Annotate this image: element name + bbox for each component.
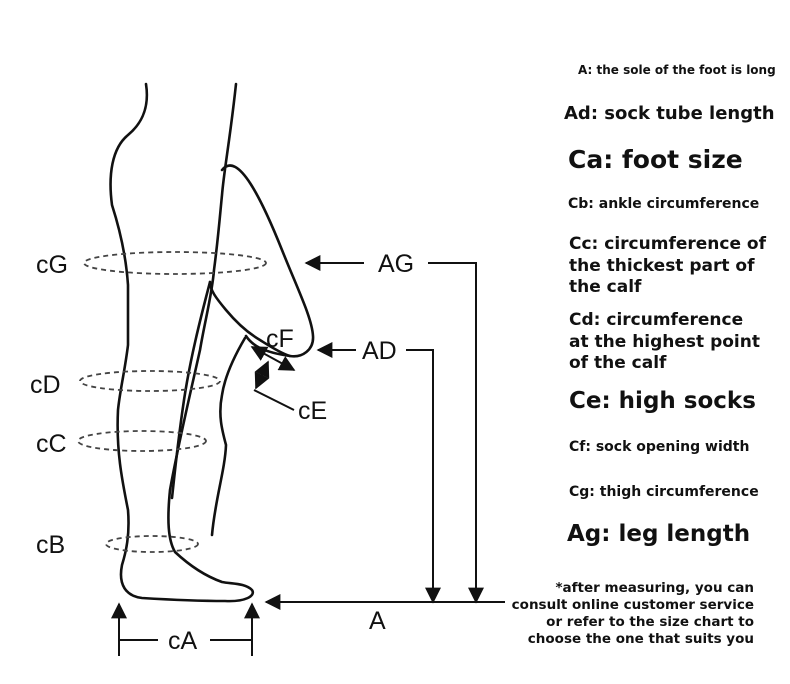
- legend-ag: Ag: leg length: [567, 521, 751, 547]
- legend-a: A: the sole of the foot is long: [578, 63, 776, 77]
- label-cc: cC: [36, 430, 67, 458]
- label-ad: AD: [362, 337, 397, 365]
- front-leg-outline: [208, 164, 315, 358]
- legend-cd-line3: of the calf: [569, 353, 667, 373]
- legend-cc-line2: the thickest part of: [569, 256, 755, 276]
- leg-measurement-figure: cG cD cC cB cF cE AG AD A cA: [30, 82, 505, 656]
- legend-ad: Ad: sock tube length: [564, 103, 775, 124]
- label-ag: AG: [378, 250, 414, 278]
- ag-dimension-line: [428, 262, 484, 604]
- cf-arrow: [250, 346, 296, 371]
- legend-cg: Cg: thigh circumference: [569, 484, 759, 500]
- label-ce: cE: [298, 397, 327, 425]
- inner-calf-line: [170, 280, 212, 500]
- note-line-4: choose the one that suits you: [527, 631, 754, 647]
- ce-leader-line: [253, 389, 295, 411]
- legend-cd-line2: at the highest point: [569, 332, 760, 352]
- calf-thickest-ring: [77, 430, 207, 452]
- legend-ce: Ce: high socks: [569, 388, 756, 414]
- legend-cc-line1: Cc: circumference of: [569, 234, 766, 254]
- back-leg-outline: [109, 82, 255, 603]
- label-a: A: [369, 607, 386, 635]
- legend-cb: Cb: ankle circumference: [568, 196, 760, 212]
- label-cg: cG: [36, 251, 68, 279]
- front-shin-outline: [210, 336, 247, 537]
- note-line-2: consult online customer service: [511, 597, 754, 613]
- note-line-1: *after measuring, you can: [555, 580, 755, 596]
- ankle-ring: [105, 535, 199, 553]
- legend-cd-line1: Cd: circumference: [569, 310, 744, 330]
- legend-ca: Ca: foot size: [568, 145, 743, 174]
- label-cf: cF: [266, 325, 294, 353]
- ad-dimension-line: [406, 349, 441, 604]
- ce-arrow: [254, 360, 270, 390]
- legend-cc-line3: the calf: [569, 277, 642, 297]
- label-cb: cB: [36, 531, 65, 559]
- calf-highest-ring: [79, 370, 221, 392]
- measuring-note: *after measuring, you can consult online…: [510, 580, 754, 648]
- legend-cf: Cf: sock opening width: [569, 439, 750, 455]
- note-line-3: or refer to the size chart to: [546, 614, 754, 630]
- thigh-circumference-ring: [83, 251, 267, 275]
- label-cd: cD: [30, 371, 61, 399]
- label-ca: cA: [168, 627, 198, 655]
